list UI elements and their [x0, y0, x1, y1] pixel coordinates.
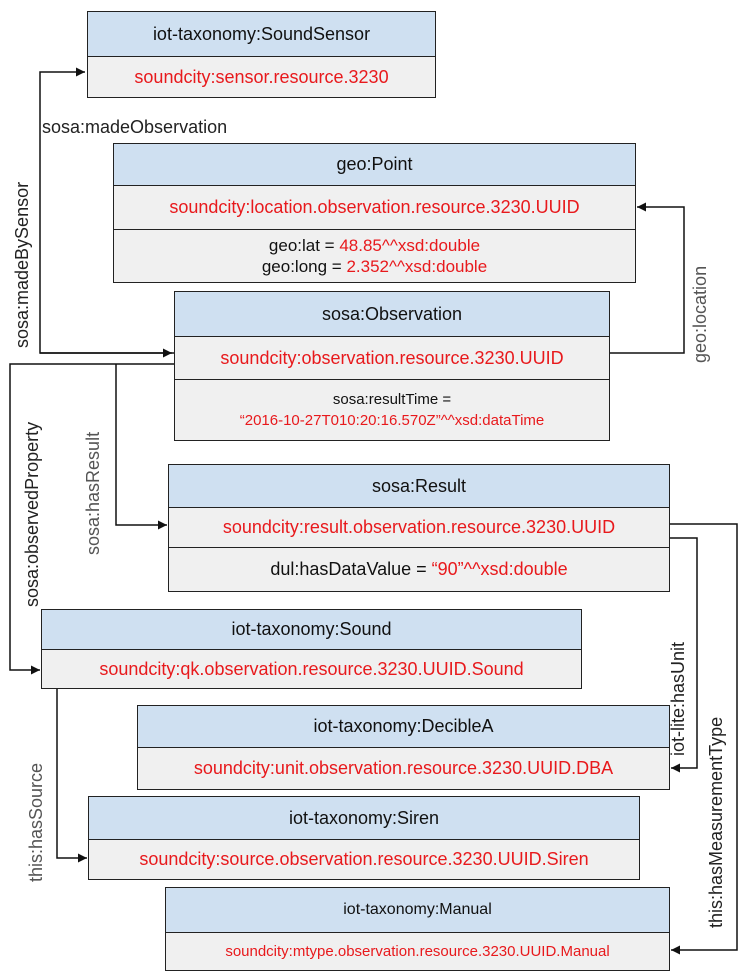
- node-sound: iot-taxonomy:Sound soundcity:qk.observat…: [41, 609, 582, 689]
- edge-has-measurement-type: [670, 523, 738, 955]
- node-sound-sensor: iot-taxonomy:SoundSensor soundcity:senso…: [87, 11, 436, 98]
- geo-lat-value: 48.85^^xsd:double: [339, 236, 481, 255]
- label-has-result: sosa:hasResult: [83, 431, 103, 555]
- data-value-value: “90”^^xsd:double: [431, 559, 568, 579]
- node-siren: iot-taxonomy:Siren soundcity:source.obse…: [88, 796, 640, 880]
- node-manual-class: iot-taxonomy:Manual: [166, 888, 669, 932]
- geo-long-label: geo:long =: [261, 257, 347, 276]
- node-siren-class: iot-taxonomy:Siren: [89, 797, 639, 839]
- label-has-measurement-type: this:hasMeasurementType: [706, 716, 726, 928]
- node-sound-instance: soundcity:qk.observation.resource.3230.U…: [42, 649, 581, 688]
- node-geo-point-class: geo:Point: [114, 144, 635, 185]
- edge-geo-location: [610, 202, 685, 354]
- geo-lat-label: geo:lat =: [268, 236, 340, 255]
- node-geo-point: geo:Point soundcity:location.observation…: [113, 143, 636, 283]
- label-geo-location: geo:location: [690, 265, 710, 363]
- node-result-instance: soundcity:result.observation.resource.32…: [169, 507, 669, 547]
- edge-has-result: [115, 364, 167, 530]
- result-time-value: “2016-10-27T010:20:16.570Z”^^xsd:dataTim…: [239, 412, 545, 429]
- node-manual-instance: soundcity:mtype.observation.resource.323…: [166, 932, 669, 970]
- node-geo-point-instance: soundcity:location.observation.resource.…: [114, 185, 635, 229]
- node-result-class: sosa:Result: [169, 465, 669, 507]
- node-decible: iot-taxonomy:DecibleA soundcity:unit.obs…: [137, 705, 670, 790]
- node-siren-instance: soundcity:source.observation.resource.32…: [89, 839, 639, 879]
- label-has-source: this:hasSource: [26, 762, 46, 882]
- edge-has-unit: [670, 537, 698, 773]
- label-has-unit: iot-lite:hasUnit: [668, 641, 688, 756]
- node-observation: sosa:Observation soundcity:observation.r…: [174, 291, 610, 441]
- result-time-label: sosa:resultTime =: [332, 391, 452, 408]
- node-observation-class: sosa:Observation: [175, 292, 609, 336]
- edge-has-source: [56, 688, 87, 863]
- node-observation-attributes: sosa:resultTime = “2016-10-27T010:20:16.…: [175, 379, 609, 440]
- node-result-attributes: dul:hasDataValue = “90”^^xsd:double: [169, 547, 669, 591]
- node-sound-sensor-instance: soundcity:sensor.resource.3230: [88, 56, 435, 97]
- node-observation-instance: soundcity:observation.resource.3230.UUID: [175, 336, 609, 379]
- node-sound-class: iot-taxonomy:Sound: [42, 610, 581, 649]
- node-decible-instance: soundcity:unit.observation.resource.3230…: [138, 747, 669, 789]
- node-result: sosa:Result soundcity:result.observation…: [168, 464, 670, 592]
- geo-long-value: 2.352^^xsd:double: [346, 257, 488, 276]
- node-sound-sensor-class: iot-taxonomy:SoundSensor: [88, 12, 435, 56]
- node-manual: iot-taxonomy:Manual soundcity:mtype.obse…: [165, 887, 670, 971]
- node-decible-class: iot-taxonomy:DecibleA: [138, 706, 669, 747]
- label-made-by-sensor: sosa:madeBySensor: [12, 181, 32, 348]
- node-geo-point-attributes: geo:lat = 48.85^^xsd:double geo:long = 2…: [114, 229, 635, 282]
- label-observed-property: sosa:observedProperty: [22, 421, 42, 607]
- label-made-observation: sosa:madeObservation: [42, 117, 228, 137]
- edge-observed-property: [9, 363, 174, 675]
- data-value-label: dul:hasDataValue =: [270, 559, 432, 579]
